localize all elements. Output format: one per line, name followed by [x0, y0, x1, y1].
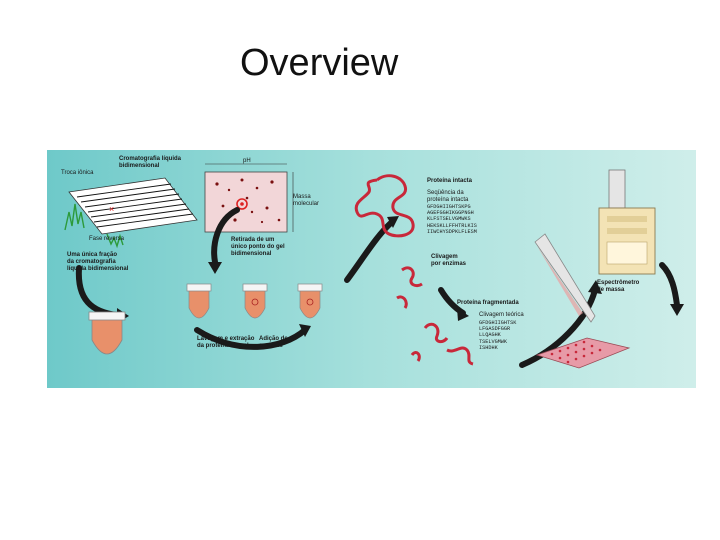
- proteomics-workflow-diagram: ×: [47, 150, 696, 388]
- label-2d-chromatography: Cromatografia líquida bidimensional: [119, 156, 181, 170]
- label-enzyme-addition: Adição de enzimas: [259, 336, 288, 350]
- label-enzyme-cleavage: Clivagem por enzimas: [431, 254, 466, 268]
- label-ion-exchange: Troca iônica: [61, 170, 93, 177]
- intact-protein: [356, 176, 413, 236]
- svg-text:×: ×: [109, 204, 114, 214]
- 2d-gel: [205, 164, 293, 232]
- label-theoretical-cleavage: Clivagem teórica: [479, 312, 524, 319]
- label-wash-extract: Lavagem e extração da proteína do gel: [197, 336, 254, 350]
- slide-title: Overview: [240, 42, 398, 85]
- gel-extraction-tubes: [187, 284, 322, 318]
- label-mass-spectrometer: Espectrômetro de massa: [597, 280, 639, 294]
- label-intact-protein: Proteína intacta: [427, 178, 472, 185]
- label-single-fraction: Uma única fração da cromatografia líquid…: [67, 252, 128, 273]
- microplate: [537, 338, 629, 368]
- workflow-illustration: ×: [47, 150, 696, 388]
- label-fragmented-protein: Proteína fragmentada: [457, 300, 519, 307]
- label-intact-sequence: Seqüência da proteína intacta: [427, 190, 468, 204]
- pipette: [535, 234, 595, 322]
- mass-spectrometer: [599, 170, 655, 274]
- theoretical-fragments: GFDGHIIGHTSK LFGASDFGGR LLQAGHK TSELVGMW…: [479, 320, 516, 351]
- label-molecular-mass: Massa molecular: [293, 194, 319, 208]
- label-reverse-phase: Fase reversa: [89, 236, 124, 243]
- label-ph: pH: [243, 158, 251, 165]
- label-gel-spot-removal: Retirada de um único ponto do gel bidime…: [231, 237, 285, 258]
- chromatography-grid: ×: [65, 178, 197, 246]
- fraction-tube: [89, 312, 125, 354]
- intact-protein-sequence: GFDGHIIGHTSKPG AGEFGGHIKGGPNGH KLFSTSELV…: [427, 204, 477, 235]
